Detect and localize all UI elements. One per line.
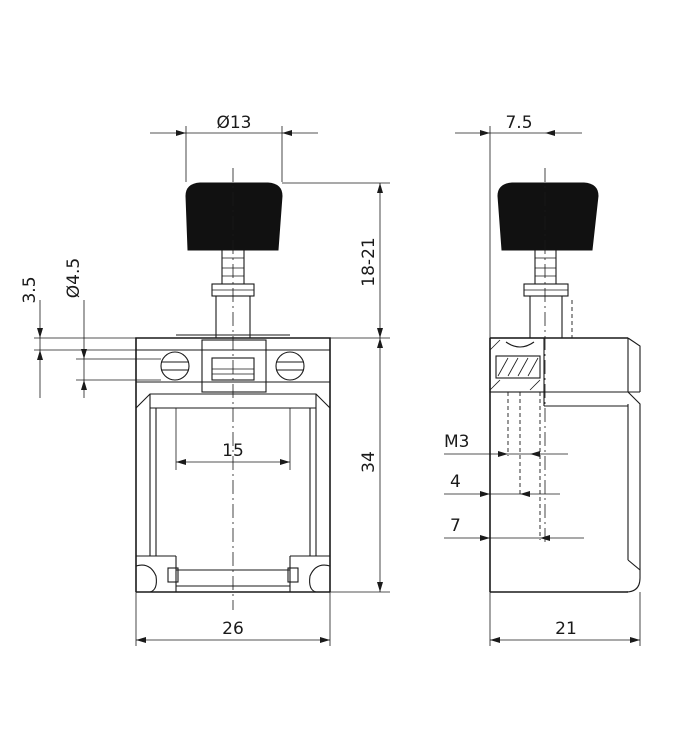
front-screw-left: [160, 351, 190, 381]
front-screw-right: [275, 351, 305, 381]
front-view: Ø13 18-21 34 3.5: [20, 113, 390, 646]
dim-knob-diameter: Ø13: [150, 113, 318, 182]
dim-hole-spacing: 15: [176, 441, 290, 465]
dim-body-height-label: 34: [359, 451, 379, 473]
dim-thread: M3: [444, 432, 568, 457]
dim-body-depth-label: 21: [555, 619, 577, 639]
dim-body-width-label: 26: [222, 619, 244, 639]
front-flange: [135, 334, 331, 393]
side-stem: [523, 250, 573, 338]
dim-mount-hole-label: Ø4.5: [64, 258, 84, 298]
side-knob-cap: [497, 182, 599, 251]
dim-stroke-height: 18-21: [282, 182, 390, 339]
dim-thread-label: M3: [444, 432, 469, 452]
dim-hole-depth: 7: [444, 516, 584, 541]
dim-hole-depth-label: 7: [450, 516, 461, 536]
front-knob-cap: [185, 182, 283, 251]
dim-thread-depth: 4: [444, 472, 560, 497]
dim-thread-depth-label: 4: [450, 472, 461, 492]
side-body: [489, 337, 641, 593]
dim-body-width: 26: [135, 592, 331, 646]
dim-stroke-height-label: 18-21: [359, 237, 379, 286]
front-stem: [211, 250, 255, 338]
dim-knob-diameter-label: Ø13: [216, 113, 251, 133]
side-insert-section: [489, 337, 545, 540]
dim-hole-spacing-label: 15: [222, 441, 244, 461]
dim-body-height: 34: [330, 338, 390, 593]
front-body: [135, 350, 331, 593]
dim-knob-offset-label: 7.5: [505, 113, 532, 133]
dim-mount-hole: Ø4.5: [64, 258, 161, 398]
dim-body-depth: 21: [489, 592, 641, 646]
side-view: 7.5 M3 4 7 21: [444, 113, 641, 646]
dim-flange-thickness-label: 3.5: [20, 276, 40, 303]
dim-knob-offset: 7.5: [455, 113, 582, 338]
dim-flange-thickness: 3.5: [20, 276, 136, 398]
